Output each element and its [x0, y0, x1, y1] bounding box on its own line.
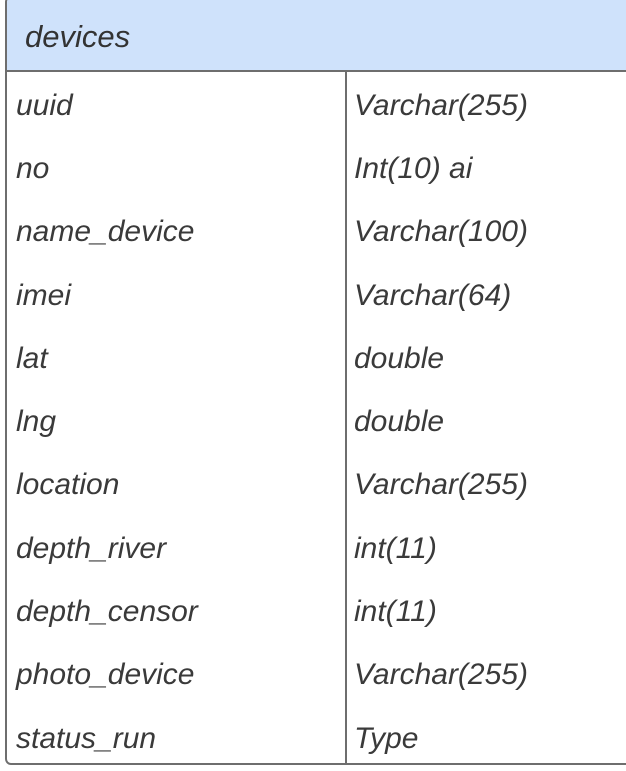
field-row[interactable]: status_run Type — [7, 707, 626, 763]
field-name: photo_device — [16, 658, 195, 692]
field-name: uuid — [16, 88, 73, 122]
field-name: status_run — [16, 721, 157, 755]
field-name: lat — [16, 341, 48, 375]
field-row[interactable]: name_device Varchar(100) — [7, 201, 626, 264]
field-row[interactable]: location Varchar(255) — [7, 454, 626, 517]
field-name: location — [16, 468, 120, 502]
field-row[interactable]: lng double — [7, 390, 626, 453]
field-row[interactable]: imei Varchar(64) — [7, 264, 626, 327]
field-row[interactable]: photo_device Varchar(255) — [7, 644, 626, 707]
field-name: lng — [16, 405, 57, 439]
field-name: no — [16, 151, 50, 185]
field-row[interactable]: uuid Varchar(255) — [7, 74, 626, 137]
field-name: imei — [16, 278, 72, 312]
field-type: int(11) — [354, 531, 437, 565]
field-type: Varchar(255) — [354, 468, 528, 502]
field-type: Varchar(100) — [354, 215, 528, 249]
field-type: Int(10) ai — [354, 151, 473, 185]
column-divider — [345, 72, 347, 763]
field-name: depth_censor — [16, 595, 198, 629]
entity-title: devices — [25, 19, 131, 54]
field-type: Varchar(255) — [354, 658, 528, 692]
field-type: double — [354, 405, 445, 439]
field-name: depth_river — [16, 531, 167, 565]
field-type: double — [354, 341, 445, 375]
field-name: name_device — [16, 215, 195, 249]
field-row[interactable]: depth_river int(11) — [7, 517, 626, 580]
field-type: Varchar(64) — [354, 278, 512, 312]
entity-header: devices — [7, 0, 626, 72]
field-type: Varchar(255) — [354, 88, 528, 122]
field-type: int(11) — [354, 595, 437, 629]
field-type: Type — [354, 721, 419, 755]
field-row[interactable]: depth_censor int(11) — [7, 580, 626, 643]
field-row[interactable]: lat double — [7, 327, 626, 390]
field-row[interactable]: no Int(10) ai — [7, 137, 626, 200]
